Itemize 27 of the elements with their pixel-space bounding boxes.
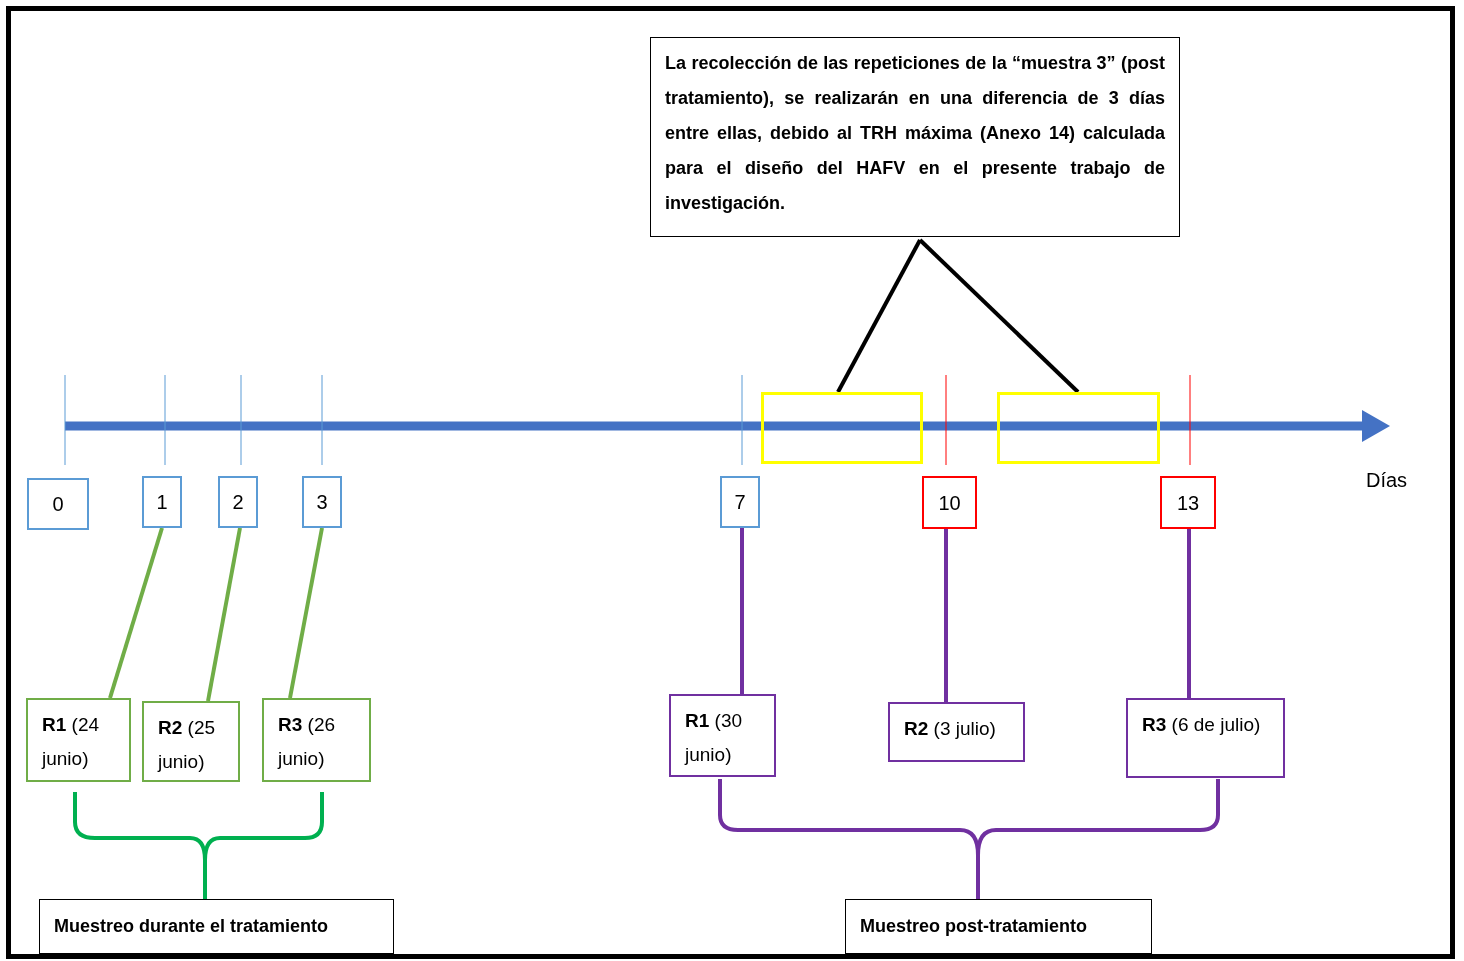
sample-box: R1 (30 junio) bbox=[669, 694, 776, 777]
day-box: 1 bbox=[142, 476, 182, 528]
axis-label: Días bbox=[1366, 468, 1408, 493]
highlight-box bbox=[997, 392, 1160, 464]
connector-line bbox=[288, 527, 324, 699]
sample-box: R2 (3 julio) bbox=[888, 702, 1025, 762]
highlight-box bbox=[761, 392, 923, 464]
day-box: 2 bbox=[218, 476, 258, 528]
connector-line bbox=[206, 527, 242, 702]
connector-line bbox=[1187, 529, 1191, 698]
sample-box: R1 (24 junio) bbox=[26, 698, 131, 782]
day-box: 10 bbox=[922, 476, 977, 529]
note-box: La recolección de las repeticiones de la “muestra 3” (post tratamiento), se realizarán en una diferencia de 3 días entre ellas, debido al TRH máxima (Anexo 14) calculada para el diseño del HAFV en el presente trabajo de investigación. bbox=[650, 37, 1180, 237]
group-box: Muestreo durante el tratamiento bbox=[39, 899, 394, 954]
sample-box: R2 (25 junio) bbox=[142, 701, 240, 782]
sample-box: R3 (6 de julio) bbox=[1126, 698, 1285, 778]
sample-box: R3 (26 junio) bbox=[262, 698, 371, 782]
day-box: 3 bbox=[302, 476, 342, 528]
day-box: 0 bbox=[27, 478, 89, 530]
group-box: Muestreo post-tratamiento bbox=[845, 899, 1152, 954]
leader-line bbox=[918, 238, 1080, 394]
connector-line bbox=[944, 529, 948, 702]
day-box: 13 bbox=[1160, 476, 1216, 529]
connector-line bbox=[740, 528, 744, 694]
leader-line bbox=[836, 239, 922, 393]
connector-line bbox=[108, 527, 164, 699]
day-box: 7 bbox=[720, 476, 760, 528]
